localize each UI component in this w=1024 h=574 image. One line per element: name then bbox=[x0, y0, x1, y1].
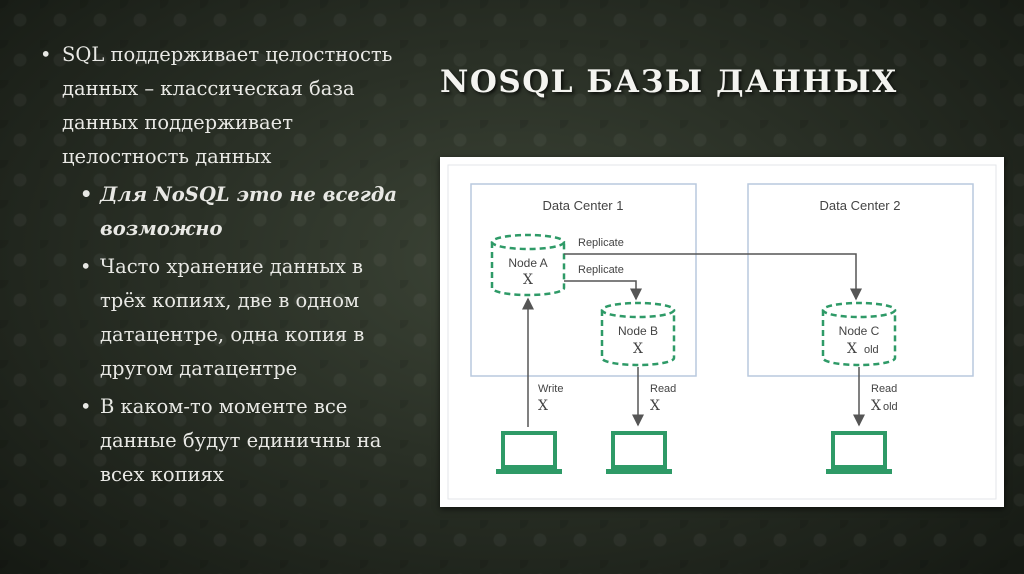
read-value-c: X bbox=[871, 398, 881, 414]
replicate-arrow-to-b bbox=[564, 280, 642, 301]
replication-diagram: Data Center 1 Data Center 2 Node A X Nod… bbox=[440, 157, 1004, 507]
node-a-value: X bbox=[523, 272, 533, 288]
write-label: Write bbox=[538, 383, 563, 395]
node-b-name: Node B bbox=[618, 324, 658, 338]
node-c-name: Node C bbox=[839, 324, 880, 338]
sub-bullet-copies: Часто хранение данных в трёх копиях, две… bbox=[36, 250, 406, 386]
replicate-label-2: Replicate bbox=[578, 264, 624, 276]
laptop-icon-reader-b bbox=[606, 431, 672, 474]
read-value-b: X bbox=[650, 398, 660, 414]
write-value: X bbox=[538, 398, 548, 414]
replicate-arrow-to-c bbox=[564, 253, 862, 301]
data-center-2-label: Data Center 2 bbox=[820, 198, 901, 213]
laptop-icon-reader-c bbox=[826, 431, 892, 474]
node-c-database-icon: Node C X old bbox=[821, 301, 897, 367]
node-a-database-icon: Node A X bbox=[490, 233, 566, 297]
read-label-c: Read bbox=[871, 383, 897, 395]
data-center-1-box bbox=[470, 183, 697, 377]
node-c-value: X bbox=[847, 341, 857, 357]
node-a-name: Node A bbox=[508, 256, 547, 270]
slide-title: NOSQL БАЗЫ ДАННЫХ bbox=[440, 64, 898, 100]
slide-content: SQL поддерживает целостность данных – кл… bbox=[36, 38, 406, 492]
read-label-b: Read bbox=[650, 383, 676, 395]
node-b-database-icon: Node B X bbox=[600, 301, 676, 367]
data-center-1-label: Data Center 1 bbox=[543, 198, 624, 213]
sub-bullet-nosql: Для NoSQL это не всегда возможно bbox=[36, 178, 406, 246]
data-center-2-box bbox=[747, 183, 974, 377]
laptop-icon-writer bbox=[496, 431, 562, 474]
node-b-value: X bbox=[633, 341, 643, 357]
node-c-subscript: old bbox=[864, 344, 879, 356]
replicate-label-1: Replicate bbox=[578, 237, 624, 249]
bullet-main: SQL поддерживает целостность данных – кл… bbox=[36, 38, 406, 174]
read-subscript-c: old bbox=[883, 401, 898, 413]
sub-bullet-consistency: В каком-то моменте все данные будут един… bbox=[36, 390, 406, 492]
